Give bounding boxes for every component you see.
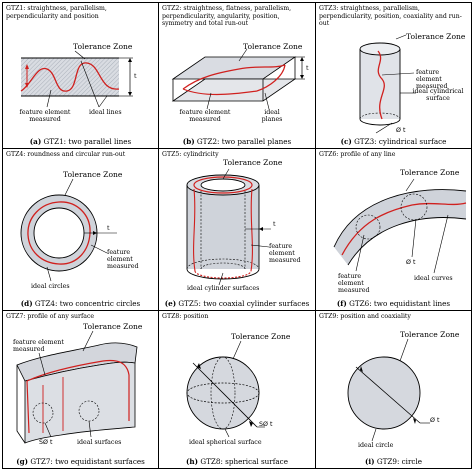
label-ideal: ideal cylinder surfaces	[187, 285, 260, 292]
gtz1-diagram	[20, 50, 133, 108]
feature-axis	[377, 50, 385, 120]
feature-surface	[193, 188, 253, 272]
label-feature: feature element measured	[269, 243, 301, 264]
lower-surface	[24, 361, 136, 444]
panel-header: GTZ8: position	[162, 313, 209, 320]
panel-gtz4: GTZ4: roundness and circular run-out Tol…	[3, 149, 159, 311]
label-ideal: ideal circle	[358, 442, 394, 449]
sphere-equator	[186, 382, 260, 404]
gtz6-diagram	[333, 178, 467, 274]
label-sdia-t: SØ t	[39, 439, 53, 446]
gtz7-diagram	[16, 330, 138, 444]
label-dia-t: Ø t	[430, 417, 440, 424]
label-tolerance-zone: Tolerance Zone	[73, 42, 133, 51]
label-tolerance-zone: Tolerance Zone	[400, 168, 460, 177]
label-feature: feature element measured	[13, 339, 64, 353]
gtz3-diagram	[359, 34, 416, 134]
feature-curve	[341, 202, 467, 256]
panel-caption: (d) GTZ4: two concentric circles	[20, 299, 141, 308]
label-feature: feature element measured	[19, 109, 71, 123]
lower-plane	[171, 78, 297, 102]
zone-band	[334, 189, 466, 265]
label-t: t	[134, 73, 137, 80]
label-tolerance-zone: Tolerance Zone	[63, 170, 123, 179]
gtz8-diagram	[186, 340, 265, 438]
label-t: t	[273, 221, 276, 228]
panel-gtz2: GTZ2: straightness, flatness, parallelis…	[159, 3, 316, 149]
panel-header: GTZ7: profile of any surface	[6, 313, 95, 320]
label-dia-t: Ø t	[406, 259, 416, 266]
label-t: t	[107, 225, 110, 232]
label-tolerance-zone: Tolerance Zone	[223, 158, 283, 167]
feature-circle	[27, 201, 91, 265]
panel-caption: (b) GTZ2: two parallel planes	[182, 137, 292, 146]
gtz5-diagram	[186, 168, 271, 286]
label-ideal: ideal curves	[414, 275, 453, 282]
feature-surface	[26, 359, 130, 434]
label-feature: feature element measured	[179, 109, 231, 123]
feature-curve	[20, 62, 120, 92]
inner-circle	[33, 207, 85, 259]
label-tolerance-zone: Tolerance Zone	[406, 32, 466, 41]
label-tolerance-zone: Tolerance Zone	[231, 332, 291, 341]
panel-gtz1: GTZ1: straightness, parallelism, perpend…	[3, 3, 159, 149]
panel-header: GTZ1: straightness, parallelism, perpend…	[6, 5, 107, 20]
panel-gtz6: GTZ6: profile of any line Tolerance Zone…	[316, 149, 471, 311]
panel-header: GTZ9: position and coaxiality	[319, 313, 411, 320]
panel-caption: (f) GTZ6: two equidistant lines	[336, 299, 451, 308]
label-ideal: ideal lines	[89, 109, 122, 116]
label-dia-t: Ø t	[396, 127, 406, 134]
feature-surface	[182, 64, 286, 96]
tolerance-circle	[347, 356, 421, 430]
panel-header: GTZ6: profile of any line	[319, 151, 396, 158]
label-feature: feature element measured	[107, 249, 139, 270]
label-feature: feature element measured	[338, 273, 370, 294]
panel-header: GTZ3: straightness, parallelism, perpend…	[319, 5, 462, 28]
panel-caption: (g) GTZ7: two equidistant surfaces	[16, 457, 145, 466]
inner-top	[200, 178, 246, 192]
gtz4-diagram	[20, 178, 117, 282]
panel-header: GTZ2: straightness, flatness, parallelis…	[162, 5, 292, 28]
panel-gtz7: GTZ7: profile of any surface Tolerance Z…	[3, 311, 159, 468]
panel-header: GTZ4: roundness and circular run-out	[6, 151, 126, 158]
panel-caption: (i) GTZ9: circle	[365, 457, 422, 466]
panel-caption: (c) GTZ3: cylindrical surface	[340, 137, 447, 146]
panel-gtz3: GTZ3: straightness, parallelism, perpend…	[316, 3, 471, 149]
label-ideal: ideal spherical surface	[189, 439, 262, 446]
panel-caption: (a) GTZ1: two parallel lines	[29, 137, 132, 146]
panel-gtz5: GTZ5: cylindricity Tolerance Zone t feat…	[159, 149, 316, 311]
label-ideal: ideal circles	[31, 283, 70, 290]
panel-gtz8: GTZ8: position Tolerance Zone SØ t ideal…	[159, 311, 316, 468]
ideal-curve-upper	[333, 189, 467, 248]
panel-caption: (e) GTZ5: two coaxial cylinder surfaces	[164, 299, 310, 308]
panel-caption: (h) GTZ8: spherical surface	[186, 457, 288, 466]
label-tolerance-zone: Tolerance Zone	[243, 42, 303, 51]
label-feature: feature element measured	[416, 69, 448, 90]
diameter-line	[192, 362, 258, 428]
panel-header: GTZ5: cylindricity	[162, 151, 219, 158]
gtz2-diagram	[171, 48, 305, 110]
panel-gtz9: GTZ9: position and coaxiality Tolerance …	[316, 311, 471, 468]
label-tolerance-zone: Tolerance Zone	[83, 322, 143, 331]
label-ideal: ideal surfaces	[77, 439, 122, 446]
label-ideal: ideal planes	[261, 109, 283, 123]
diameter-line	[355, 366, 421, 424]
label-tolerance-zone: Tolerance Zone	[400, 330, 460, 339]
upper-plane	[171, 56, 297, 80]
label-t: t	[306, 65, 309, 72]
ideal-curve-lower	[347, 217, 467, 266]
gtz9-diagram	[347, 338, 430, 442]
cylinder-bottom	[359, 118, 401, 126]
label-ideal: ideal cylindrical surface	[412, 88, 464, 102]
label-sdia-t: SØ t	[259, 421, 273, 428]
